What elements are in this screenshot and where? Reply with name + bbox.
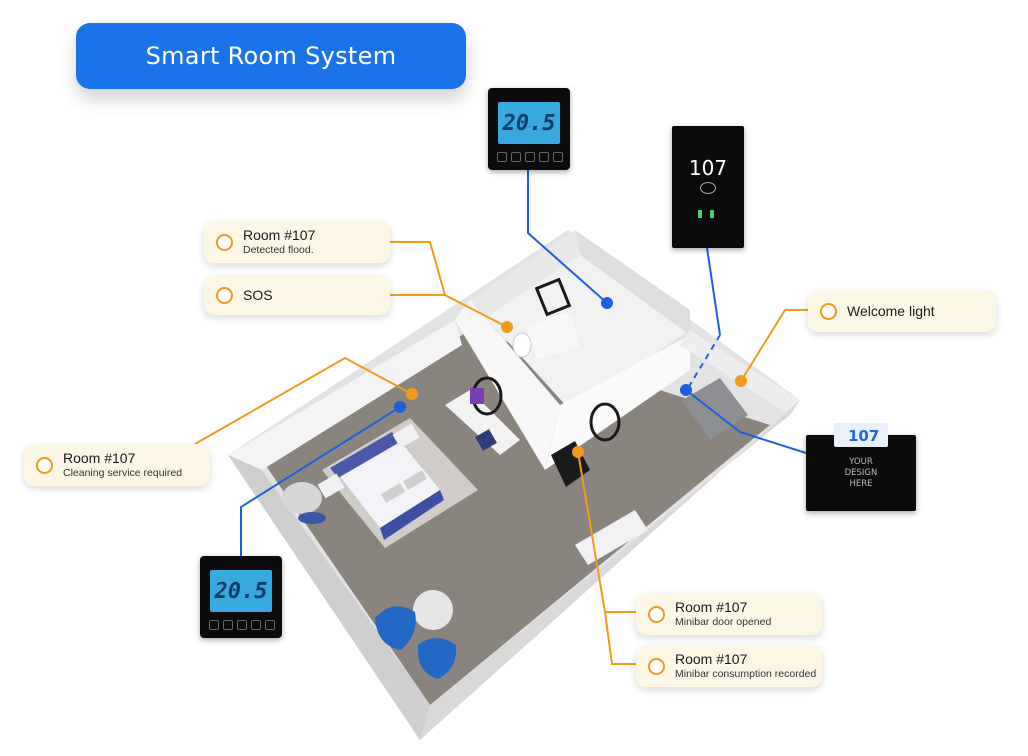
corridor-bench [575, 510, 648, 565]
callout-minibar-consumption-title: Room #107 [675, 651, 748, 667]
marker-minibar [572, 446, 584, 458]
wall-mirror-entry [589, 402, 621, 442]
connector-welcome-light [740, 309, 808, 382]
desk [445, 390, 520, 455]
thermostat-top: 20.5 [488, 88, 570, 170]
keycard-slot [834, 423, 888, 447]
connector-keycard-pad [685, 389, 807, 454]
connector-thermostat-bottom [240, 406, 401, 556]
callout-sos: SOS [204, 275, 390, 315]
door-panel-status-icon [698, 210, 702, 218]
thermostat-top-display: 20.5 [498, 102, 560, 144]
door-panel-room-number: 107 [688, 156, 728, 180]
callout-sos-ring-icon [216, 286, 233, 304]
callout-sos-title: SOS [243, 287, 273, 303]
bath-front-wall [545, 335, 690, 470]
thermostat-bottom-display: 20.5 [210, 570, 272, 612]
callout-welcome-ring-icon [820, 302, 837, 320]
bed-headboard [330, 432, 400, 478]
nightstand-left [317, 473, 345, 499]
door-panel-status-icon-2 [710, 210, 714, 218]
toilet [512, 332, 532, 358]
callout-minibar-door-ring-icon [648, 605, 665, 623]
connector-thermostat-top [527, 170, 608, 304]
callout-flood-ring-icon [216, 233, 233, 251]
callout-minibar-door: Room #107 Minibar door opened [636, 593, 822, 635]
marker-cleaning [406, 388, 418, 400]
keycard-room-number: 107 [848, 427, 880, 445]
nightstand-right [392, 423, 420, 449]
connector-cleaning [194, 356, 413, 445]
page-title: Smart Room System [145, 42, 397, 70]
callout-minibar-consumption-detail: Minibar consumption recorded [675, 668, 817, 680]
callout-cleaning-ring-icon [36, 456, 53, 474]
keycard-design-text: YOUR DESIGN HERE [844, 457, 878, 489]
pillow-2 [402, 470, 428, 490]
callout-minibar-door-title: Room #107 [675, 599, 748, 615]
bathroom-vanity [526, 312, 580, 360]
thermostat-top-buttons [497, 152, 563, 162]
desk-monitor [470, 388, 484, 404]
connector-minibar-consumption [604, 611, 636, 665]
entry-wall [680, 330, 800, 415]
callout-flood-title: Room #107 [243, 227, 316, 243]
marker-thermostat-top [601, 297, 613, 309]
door-panel-dnd-icon [700, 182, 716, 194]
thermostat-bottom-reading: 20.5 [214, 578, 268, 604]
front-outer-wall [228, 455, 430, 740]
callout-cleaning-detail: Cleaning service required [63, 467, 183, 479]
bathroom-mirror [534, 277, 572, 317]
coffee-table [413, 590, 453, 630]
inner-partition [455, 300, 560, 470]
pillow-1 [380, 483, 406, 503]
keycard-pad: 107 YOUR DESIGN HERE [806, 423, 916, 511]
connector-door-panel [706, 247, 721, 336]
callout-flood: Room #107 Detected flood. [204, 221, 390, 263]
armchair-left [375, 606, 416, 650]
callout-cleaning-title: Room #107 [63, 450, 136, 466]
thermostat-top-reading: 20.5 [502, 110, 556, 136]
callout-welcome-light: Welcome light [808, 290, 996, 332]
bed-frame [380, 490, 444, 540]
title-banner: Smart Room System [76, 23, 466, 89]
callout-minibar-door-detail: Minibar door opened [675, 616, 772, 628]
thermostat-bottom-buttons [209, 620, 275, 630]
connector-flood [390, 241, 508, 328]
floor-lamp-shade [282, 482, 322, 514]
thermostat-bottom: 20.5 [200, 556, 282, 638]
marker-thermostat-bottom [394, 401, 406, 413]
bath-side-wall [575, 230, 690, 335]
left-wall [228, 320, 462, 470]
callout-minibar-consumption: Room #107 Minibar consumption recorded [636, 645, 822, 687]
callout-minibar-consumption-ring-icon [648, 657, 665, 675]
callout-welcome-title: Welcome light [847, 303, 935, 319]
right-outer-wall [420, 400, 800, 740]
desk-chair [475, 429, 497, 451]
callout-cleaning: Room #107 Cleaning service required [24, 444, 210, 486]
door-panel: 107 [672, 126, 744, 248]
armchair-right [417, 638, 457, 679]
marker-welcome-light [735, 375, 747, 387]
callout-flood-detail: Detected flood. [243, 244, 314, 256]
marker-flood [501, 321, 513, 333]
floor-lamp-base [298, 512, 326, 524]
